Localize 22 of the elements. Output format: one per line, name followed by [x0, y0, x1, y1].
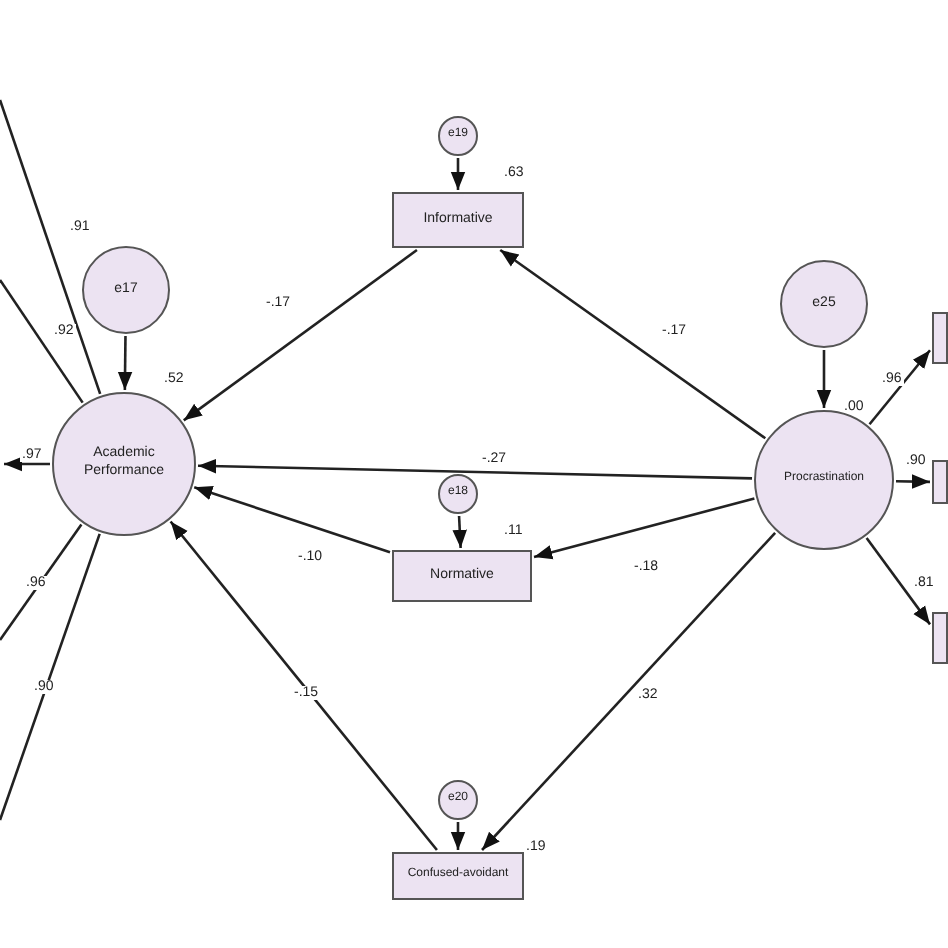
arrow — [481, 532, 777, 851]
arrow — [183, 248, 418, 422]
arrow — [169, 520, 438, 851]
observed-variable-box — [932, 312, 948, 364]
arrow — [4, 456, 50, 472]
arrow — [895, 474, 931, 489]
arrow — [816, 350, 832, 408]
arrow — [117, 336, 133, 390]
arrow — [450, 822, 466, 850]
arrow — [197, 458, 753, 480]
arrow — [533, 497, 755, 560]
observed-variable-box — [392, 852, 524, 900]
observed-variable-box — [392, 550, 532, 602]
observed-variable-box — [932, 460, 948, 504]
observed-variable-box — [392, 192, 524, 248]
arrow — [452, 515, 467, 549]
observed-variable-box — [932, 612, 948, 664]
arrow — [865, 537, 932, 626]
arrow — [499, 248, 767, 440]
arrow — [868, 349, 931, 426]
arrow — [193, 486, 391, 554]
arrow — [450, 158, 466, 190]
